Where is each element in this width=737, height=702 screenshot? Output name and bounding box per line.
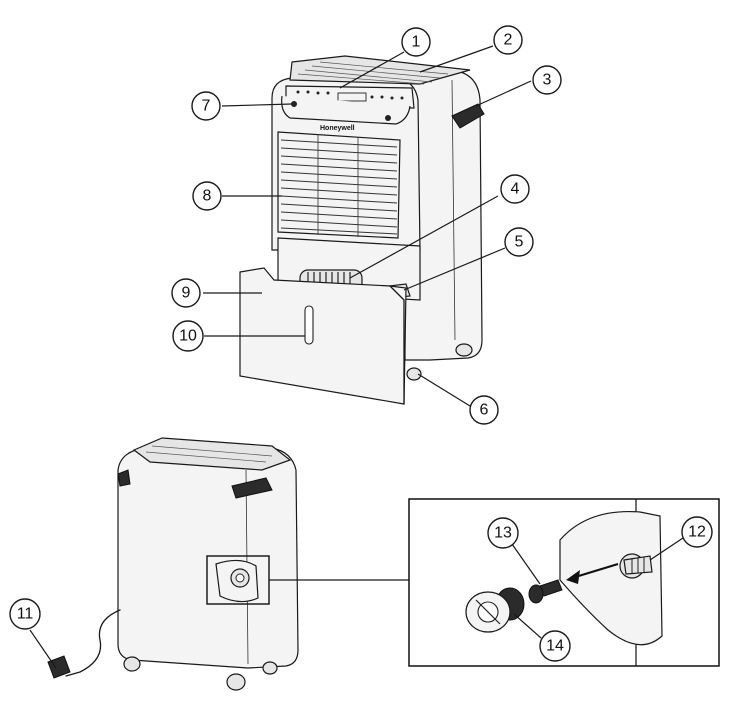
power-cord (65, 609, 121, 677)
svg-text:14: 14 (546, 638, 564, 655)
air-filter-grille (277, 131, 401, 239)
svg-text:2: 2 (504, 32, 513, 49)
callout-10: 10 (172, 320, 204, 352)
svg-text:4: 4 (511, 181, 520, 198)
callout-6: 6 (469, 395, 499, 425)
caster (226, 673, 246, 691)
svg-text:12: 12 (688, 524, 706, 541)
callout-2: 2 (493, 25, 523, 55)
leader-lines (29, 45, 684, 669)
arrow-icon (566, 570, 580, 584)
power-plug (47, 655, 71, 679)
front-panel-strip (281, 95, 411, 125)
rear-body (117, 439, 299, 669)
svg-text:1: 1 (412, 34, 421, 51)
caster (123, 656, 141, 672)
rear-handle (231, 477, 273, 499)
callout-9: 9 (171, 278, 201, 308)
svg-text:10: 10 (179, 328, 197, 345)
caster (406, 367, 422, 381)
drain-housing (559, 510, 663, 646)
carry-handle (451, 103, 485, 129)
rear-top-outlet (132, 437, 292, 471)
callout-4: 4 (500, 174, 530, 204)
svg-text:5: 5 (515, 234, 524, 251)
callout-3: 3 (532, 65, 562, 95)
callout-1: 1 (401, 27, 431, 57)
svg-text:7: 7 (202, 98, 211, 115)
svg-text:6: 6 (480, 402, 489, 419)
side-handle (117, 469, 131, 487)
honeywell-logo: Honeywell (320, 125, 355, 132)
callout-7: 7 (191, 91, 221, 121)
callout-11: 11 (9, 598, 41, 630)
callout-12: 12 (681, 516, 713, 548)
callout-8: 8 (192, 181, 222, 211)
svg-text:11: 11 (17, 606, 34, 623)
svg-text:3: 3 (543, 72, 552, 89)
svg-text:13: 13 (494, 525, 512, 542)
callout-13: 13 (487, 517, 519, 549)
svg-text:9: 9 (182, 285, 191, 302)
callout-14: 14 (539, 630, 571, 662)
callout-5: 5 (504, 227, 534, 257)
water-bucket (239, 267, 407, 405)
side-panel (404, 69, 483, 361)
svg-text:8: 8 (203, 188, 212, 205)
caster (455, 343, 473, 357)
rear-view-unit (47, 437, 299, 691)
caster (262, 661, 278, 675)
front-view-unit: Honeywell (239, 55, 485, 405)
water-level-window (304, 305, 314, 345)
